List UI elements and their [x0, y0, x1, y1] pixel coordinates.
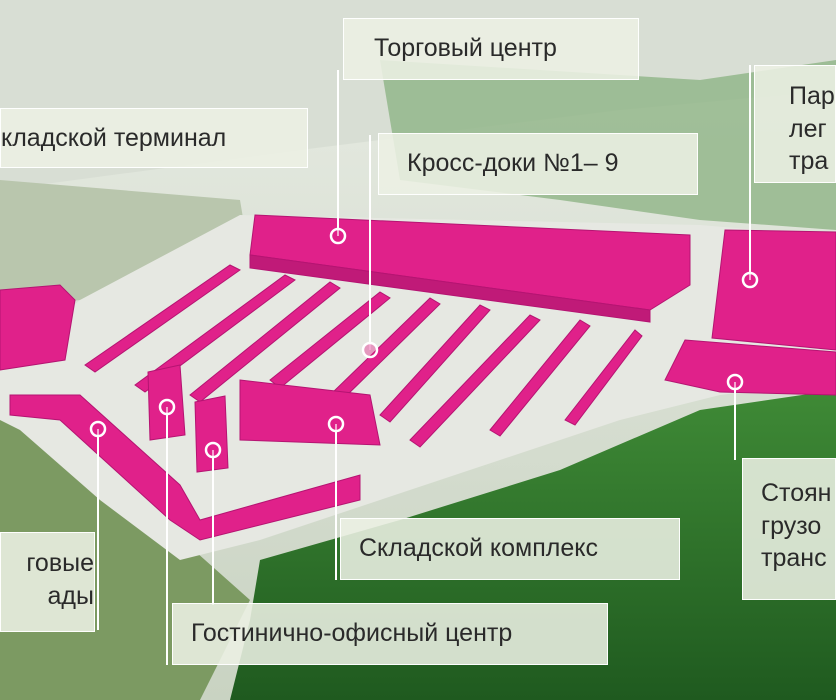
- label-truck-parking: Стоян грузо транс: [742, 458, 836, 600]
- marker-trade-center: [329, 227, 347, 245]
- building-cross-dock-2: [134, 274, 296, 393]
- building-trade-center-front: [249, 254, 651, 323]
- building-cross-dock-3: [189, 281, 341, 403]
- marker-trade-warehouses: [89, 420, 107, 438]
- building-warehouse-complex: [239, 379, 381, 446]
- building-cross-dock-8: [489, 319, 591, 437]
- label-hotel-office-center: Гостинично-офисный центр: [172, 603, 608, 665]
- parking-light-transport: [711, 229, 836, 351]
- building-cross-dock-1: [84, 264, 241, 373]
- parking-trucks: [664, 339, 836, 396]
- building-cross-dock-9: [564, 329, 643, 426]
- marker-truck-parking: [726, 373, 744, 391]
- marker-cross-docks: [361, 341, 379, 359]
- building-cross-dock-7: [409, 314, 541, 448]
- marker-hotel-1: [158, 398, 176, 416]
- label-warehouse-complex: Складской комплекс: [340, 518, 680, 580]
- buildings: [0, 214, 836, 541]
- marker-warehouse-complex: [327, 415, 345, 433]
- field-left: [0, 180, 250, 310]
- label-cross-docks: Кросс-доки №1– 9: [378, 133, 698, 195]
- building-hotel-tower-1: [147, 364, 186, 441]
- label-trade-warehouses: говые ады: [0, 532, 95, 632]
- building-warehouse-terminal: [0, 284, 76, 371]
- marker-hotel-2: [204, 441, 222, 459]
- label-warehouse-terminal: кладской терминал: [0, 108, 308, 168]
- building-trade-center: [249, 214, 691, 311]
- label-parking-light-transport: Пар лег тра: [754, 65, 836, 183]
- building-cross-dock-6: [379, 304, 491, 423]
- label-trade-center: Торговый центр: [343, 18, 639, 80]
- pointer-markers: [89, 227, 759, 459]
- leader-lines: [97, 65, 751, 665]
- marker-parking-light: [741, 271, 759, 289]
- building-hotel-tower-2: [194, 395, 229, 473]
